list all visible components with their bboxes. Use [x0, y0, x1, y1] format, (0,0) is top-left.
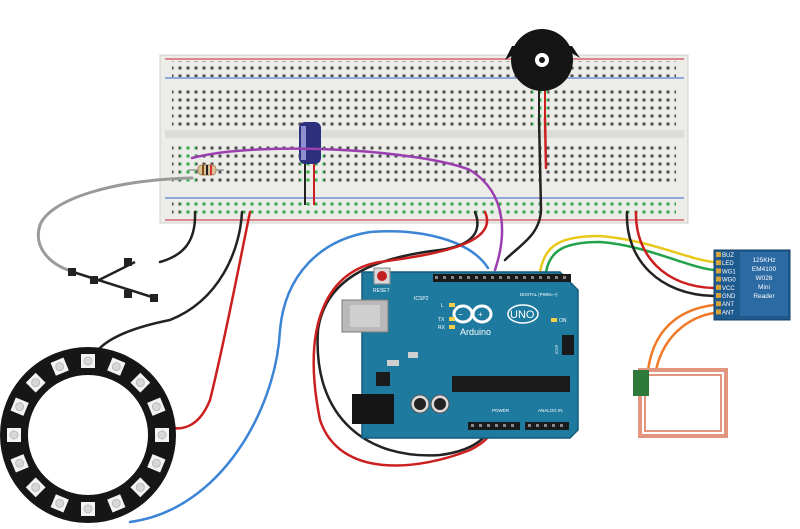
rfid-pin-label: ANT — [722, 302, 734, 308]
rfid-pin-label: ANT — [722, 310, 734, 316]
ring-led — [50, 357, 69, 376]
rfid-pin-label: WG0 — [722, 278, 736, 284]
arduino-uno: RESET ICSP2 DIGITAL (PWM=~) − + Arduino … — [341, 267, 579, 439]
rx-label: RX — [438, 325, 446, 331]
header-pin — [560, 424, 563, 427]
rfid-pin — [716, 268, 721, 274]
breadboard — [159, 54, 689, 224]
rfid-pin-label: GND — [722, 294, 736, 300]
icsp-header — [562, 335, 574, 355]
header-pin — [435, 276, 438, 279]
ring-led — [10, 397, 29, 416]
rfid-pin-label: BUZ — [722, 253, 734, 259]
ring-led — [50, 494, 69, 513]
header-pin — [515, 276, 518, 279]
header-pin — [552, 424, 555, 427]
icsp2-label: ICSP2 — [414, 296, 429, 302]
ring-led — [7, 428, 21, 442]
header-pin — [544, 424, 547, 427]
header-pin — [471, 424, 474, 427]
rfid-pin — [716, 284, 721, 290]
rfid-pin-label: LED — [722, 261, 734, 267]
header-pin — [467, 276, 470, 279]
ring-led — [81, 354, 95, 368]
on-label: ON — [559, 318, 567, 324]
header-pin — [531, 276, 534, 279]
digital-label: DIGITAL (PWM=~) — [520, 292, 558, 297]
header-pin — [528, 424, 531, 427]
rfid-text-line: 125KHz — [752, 257, 775, 264]
tx-label: TX — [438, 317, 445, 323]
buzzer — [505, 29, 580, 118]
ring-led — [130, 372, 151, 393]
header-pin — [491, 276, 494, 279]
ring-led — [155, 428, 169, 442]
l-label: L — [441, 303, 444, 309]
microcontroller-chip — [452, 376, 570, 392]
ring-led — [25, 372, 46, 393]
rfid-text-line: Mini — [758, 284, 770, 291]
header-pin — [503, 424, 506, 427]
rfid-text-line: EM4100 — [752, 266, 777, 273]
svg-text:−: − — [458, 310, 463, 319]
header-pin — [483, 276, 486, 279]
arduino-logo: − + — [452, 304, 493, 324]
header-pin — [451, 276, 454, 279]
rfid-text-line: W026 — [756, 275, 773, 282]
switch — [68, 258, 158, 302]
header-pin — [507, 276, 510, 279]
rfid-pin-label: VCC — [722, 286, 735, 292]
rfid-pin — [716, 309, 721, 315]
power-jack — [352, 394, 394, 424]
header-pin — [536, 424, 539, 427]
analog-label: ANALOG IN — [538, 408, 563, 413]
ring-led — [147, 397, 166, 416]
ring-led — [147, 454, 166, 473]
rfid-pin — [716, 252, 721, 257]
led-ring — [0, 347, 176, 523]
header-pin — [479, 424, 482, 427]
header-pin — [563, 276, 566, 279]
ring-led — [107, 494, 126, 513]
rfid-text-line: Reader — [753, 293, 775, 300]
capacitor — [299, 122, 321, 205]
header-pin — [487, 424, 490, 427]
header-pin — [495, 424, 498, 427]
rfid-pin — [716, 276, 721, 282]
power-header — [468, 422, 520, 430]
reset-label: RESET — [373, 288, 390, 294]
rfid-pin — [716, 293, 721, 298]
header-pin — [459, 276, 462, 279]
rfid-coil — [633, 368, 728, 438]
wires — [36, 116, 716, 524]
ring-led — [130, 477, 151, 498]
header-pin — [511, 424, 514, 427]
header-pin — [555, 276, 558, 279]
power-label: POWER — [492, 408, 510, 413]
rfid-pin — [716, 260, 721, 266]
icsp-label: ICSP — [554, 344, 559, 354]
header-pin — [443, 276, 446, 279]
header-pin — [475, 276, 478, 279]
header-pin — [523, 276, 526, 279]
ring-led — [81, 502, 95, 516]
header-pin — [547, 276, 550, 279]
arduino-brand: Arduino — [460, 327, 491, 337]
header-pin — [499, 276, 502, 279]
resistor — [188, 164, 224, 176]
arduino-model: UNO — [510, 309, 535, 321]
ring-led — [25, 477, 46, 498]
ring-led — [10, 454, 29, 473]
rfid-pin — [716, 301, 721, 307]
rfid-pin-label: WG1 — [722, 269, 736, 275]
header-pin — [539, 276, 542, 279]
ring-led — [107, 357, 126, 376]
svg-text:+: + — [478, 310, 483, 319]
